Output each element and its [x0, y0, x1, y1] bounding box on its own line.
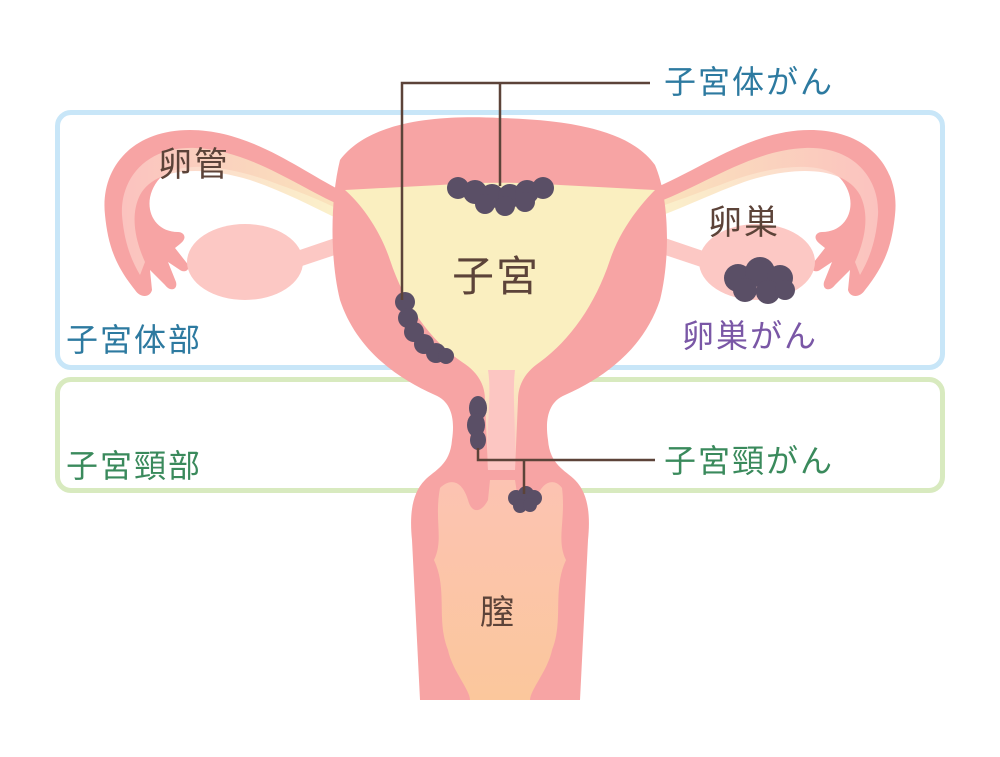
vagina [434, 480, 566, 700]
tumor-ovarian [724, 257, 795, 304]
tumor-endometrial-side [395, 292, 454, 364]
left-ovary [187, 224, 338, 300]
tumor-cervical-external [508, 486, 542, 513]
label-cervix-region: 子宮頸部 [66, 447, 203, 485]
label-ovary: 卵巣 [708, 203, 780, 243]
label-cervical-cancer: 子宮頸がん [664, 442, 835, 480]
tumor-cervical-canal [467, 396, 487, 450]
label-uterus: 子宮 [452, 252, 541, 301]
label-uterine-body-region: 子宮体部 [66, 321, 203, 359]
label-endometrial-cancer: 子宮体がん [664, 63, 835, 101]
leader-lines [400, 81, 655, 494]
uterus-body [332, 117, 667, 700]
right-fallopian-tube [650, 130, 896, 296]
left-fallopian-tube [104, 130, 340, 296]
label-ovarian-cancer: 卵巣がん [682, 317, 819, 355]
tumor-endometrial-top [447, 177, 554, 216]
label-vagina: 膣 [480, 593, 516, 633]
label-fallopian-tube: 卵管 [158, 145, 230, 185]
